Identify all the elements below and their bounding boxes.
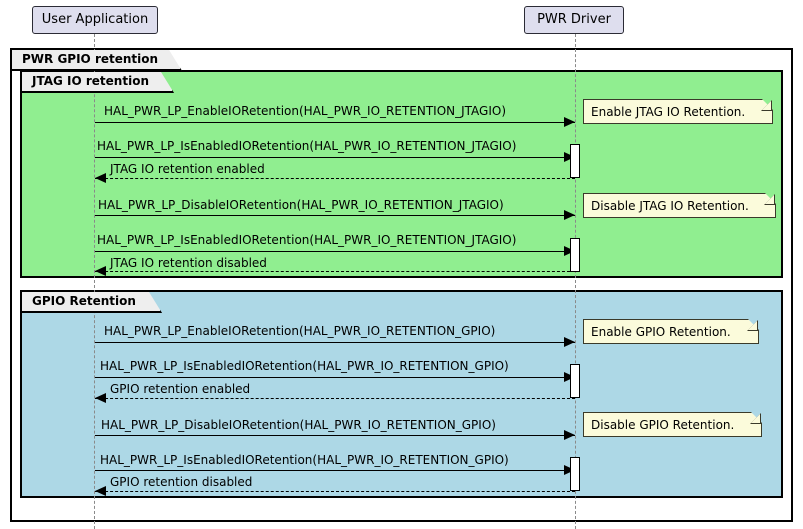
message-arrowhead-m8 [564,372,575,382]
message-arrowhead-m12 [95,486,106,496]
message-line-m11 [95,470,575,471]
group-label-outer: PWR GPIO retention [12,50,182,71]
lifeline-pwr [575,34,576,529]
note-fold-inner-n3 [748,321,757,330]
lifeline-user [94,34,95,529]
message-line-m3 [95,178,575,179]
note-n1: Enable JTAG IO Retention. [583,99,773,124]
message-label-m2: HAL_PWR_LP_IsEnabledIORetention(HAL_PWR_… [97,139,517,153]
note-n4: Disable GPIO Retention. [583,412,762,437]
note-fold-inner-n4 [751,414,760,423]
message-line-m12 [95,491,575,492]
message-arrowhead-m7 [564,337,575,347]
activation-bar-a4 [570,457,580,491]
message-label-m1: HAL_PWR_LP_EnableIORetention(HAL_PWR_IO_… [104,104,507,118]
message-arrowhead-m9 [95,393,106,403]
message-line-m8 [95,377,575,378]
message-arrowhead-m4 [564,210,575,220]
message-arrowhead-m2 [564,152,575,162]
note-n3: Enable GPIO Retention. [583,319,759,344]
participant-pwr[interactable]: PWR Driver [524,6,624,34]
message-line-m1 [95,122,575,123]
message-arrowhead-m10 [564,430,575,440]
note-fold-inner-n2 [765,195,774,204]
message-label-m12: GPIO retention disabled [110,475,253,489]
activation-bar-a1 [570,144,580,178]
message-label-m4: HAL_PWR_LP_DisableIORetention(HAL_PWR_IO… [98,198,504,212]
message-line-m4 [95,215,575,216]
message-arrowhead-m6 [95,266,106,276]
message-label-m11: HAL_PWR_LP_IsEnabledIORetention(HAL_PWR_… [100,453,509,467]
group-label-jtag: JTAG IO retention [22,72,174,93]
group-label-gpio: GPIO Retention [22,292,162,313]
participant-user[interactable]: User Application [32,6,158,34]
activation-bar-a2 [570,238,580,272]
message-arrowhead-m1 [564,117,575,127]
message-line-m5 [95,251,575,252]
message-label-m9: GPIO retention enabled [110,382,251,396]
message-label-m8: HAL_PWR_LP_IsEnabledIORetention(HAL_PWR_… [100,359,509,373]
message-label-m5: HAL_PWR_LP_IsEnabledIORetention(HAL_PWR_… [97,233,517,247]
message-line-m6 [95,271,575,272]
message-label-m3: JTAG IO retention enabled [110,162,265,176]
message-arrowhead-m11 [564,465,575,475]
message-line-m7 [95,342,575,343]
message-label-m10: HAL_PWR_LP_DisableIORetention(HAL_PWR_IO… [101,418,496,432]
message-label-m7: HAL_PWR_LP_EnableIORetention(HAL_PWR_IO_… [104,324,496,338]
message-line-m10 [95,435,575,436]
activation-bar-a3 [570,364,580,398]
message-line-m9 [95,398,575,399]
note-n2: Disable JTAG IO Retention. [583,193,776,218]
group-frame-outer [10,48,793,522]
message-arrowhead-m5 [564,246,575,256]
message-arrowhead-m3 [95,173,106,183]
note-fold-inner-n1 [762,101,771,110]
message-line-m2 [95,157,575,158]
message-label-m6: JTAG IO retention disabled [110,256,267,270]
